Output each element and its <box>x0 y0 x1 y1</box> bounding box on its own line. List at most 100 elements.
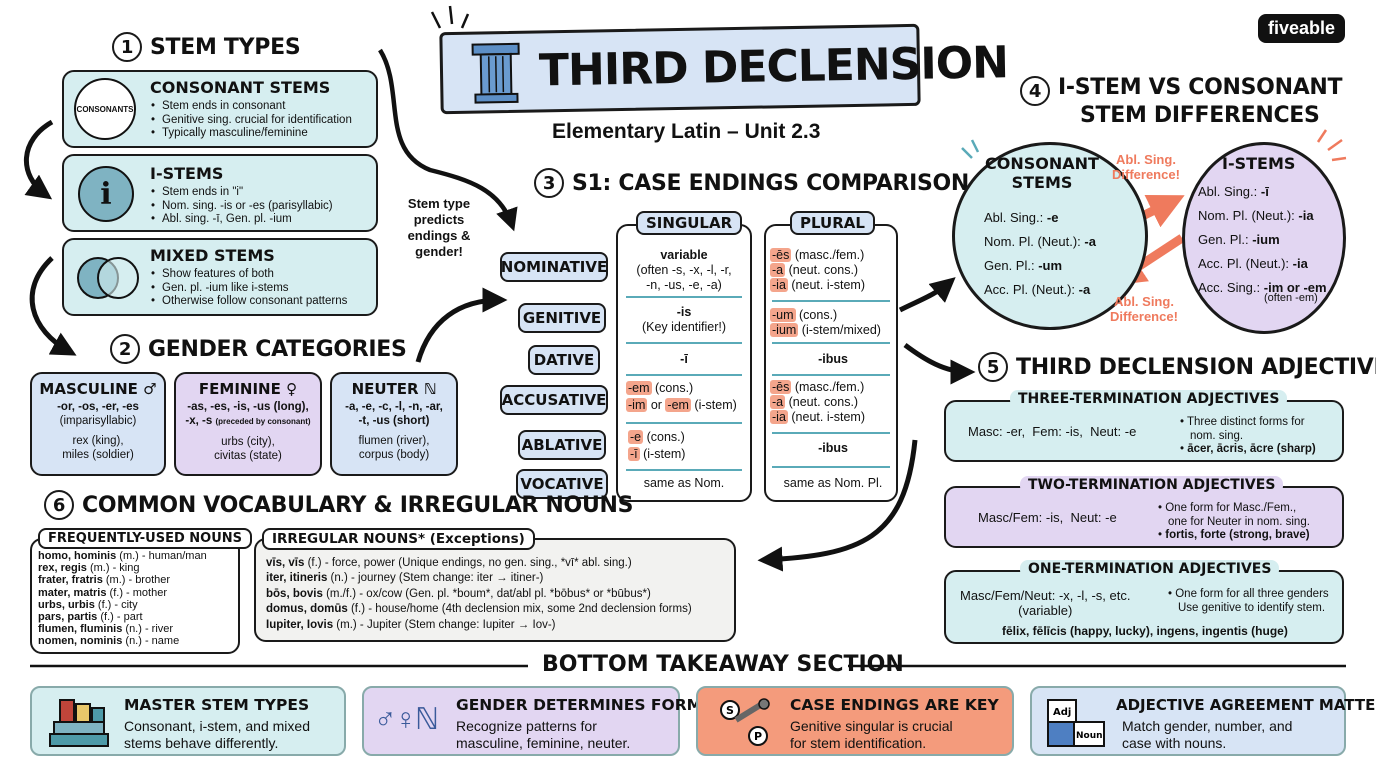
noun-word: Iupiter, Iovis <box>266 618 334 631</box>
plural-nom-2b: (neut. cons.) <box>785 263 859 277</box>
frequent-nouns-card <box>30 538 240 654</box>
one-termination-forms-2: (variable) <box>1018 603 1073 618</box>
singular-nom: variable (often -s, -x, -l, -r, -n, -us,… <box>620 248 748 293</box>
singular-acc-line1: -em (cons.) <box>626 381 748 396</box>
svg-text:Noun: Noun <box>1076 731 1103 741</box>
row-key: Gen. Pl.: <box>984 258 1039 273</box>
desc-line: stems behave differently. <box>124 735 279 751</box>
noun-word: iter, itineris <box>266 572 328 585</box>
bullet-text: Three distinct forms for <box>1187 416 1305 428</box>
plural-nom-3b: (neut. i-stem) <box>787 278 866 292</box>
difference-label-top-1: Abl. Sing. <box>1115 152 1176 167</box>
noun-rest: (m./f.) - ox/cow (Gen. pl. *boum*, dat/a… <box>322 587 651 600</box>
three-termination-title: THREE-TERMINATION ADJECTIVES <box>1010 390 1288 408</box>
istem-note: (often -em) <box>1264 292 1318 304</box>
two-termination-title: TWO-TERMINATION ADJECTIVES <box>1020 476 1284 494</box>
row-value: -ia <box>1298 208 1314 223</box>
feminine-card: FEMININE ♀ -as, -es, -is, -us (long), -x… <box>174 372 322 476</box>
row-value: -ia <box>1292 256 1308 271</box>
plural-acc-2a: -a <box>770 395 786 409</box>
list-item: Iupiter, Iovis (m.) - Jupiter (Stem chan… <box>266 618 692 633</box>
bullet-text: One form for all three genders <box>1175 588 1329 600</box>
singular-gen-1: -is <box>676 305 692 319</box>
istem-row: Gen. Pl.: -ium <box>1198 228 1327 252</box>
difference-label-top: Abl. Sing. Difference! <box>1112 152 1180 182</box>
row-key: Acc. Pl. (Neut.): <box>984 282 1079 297</box>
plural-gen-1a: -um <box>770 308 796 322</box>
noun-word: nomen, nominis <box>38 635 123 648</box>
consonant-stems-bullets: Stem ends in consonant Genitive sing. cr… <box>150 100 352 141</box>
divider <box>626 342 742 344</box>
one-termination-forms-1: Masc/Fem/Neut: -x, -l, -s, etc. <box>960 588 1131 603</box>
one-termination-bullets: • One form for all three genders Use gen… <box>1168 588 1329 615</box>
consonant-row: Gen. Pl.: -um <box>984 254 1096 278</box>
one-termination-title: ONE-TERMINATION ADJECTIVES <box>1020 560 1280 578</box>
consonant-ellipse <box>952 142 1148 330</box>
singular-nom-2: (often -s, -x, -l, -r, <box>636 263 732 277</box>
plural-acc-line1: -ēs (masc./fem.) <box>770 380 896 395</box>
desc-line: Genitive singular is crucial <box>790 718 953 734</box>
noun-rest: (m.) - human/man <box>116 550 207 562</box>
three-termination-card: Masc: -er, Fem: -is, Neut: -e • Three di… <box>944 400 1344 462</box>
list-item: frater, fratris (m.) - brother <box>38 574 207 586</box>
singular-acc-1b: (cons.) <box>651 381 694 395</box>
neuter-title: NEUTER ℕ <box>351 380 437 398</box>
noun-word: vīs, vīs <box>266 557 305 569</box>
takeaway-title: CASE ENDINGS ARE KEY <box>790 696 999 714</box>
list-item: homo, hominis (m.) - human/man <box>38 550 207 562</box>
neuter-example-1: flumen (river), <box>358 435 430 447</box>
feminine-example-1: urbs (city), <box>221 436 275 448</box>
svg-text:S: S <box>726 704 734 717</box>
consonant-ellipse-title-2: STEMS <box>1011 173 1073 192</box>
bullet-text: one for Neuter in nom. sing. <box>1168 515 1310 528</box>
plural-nom-2a: -a <box>770 263 786 277</box>
singular-gen: -is (Key identifier!) <box>620 305 748 335</box>
singular-acc-line2: -im or -em (i-stem) <box>626 398 748 413</box>
info-icon: i <box>78 166 134 222</box>
consonant-row: Abl. Sing.: -e <box>984 206 1096 230</box>
section4-title-2: STEM DIFFERENCES <box>1080 103 1320 128</box>
section1-title: STEM TYPES <box>150 34 301 60</box>
plural-voc: same as Nom. Pl. <box>783 476 883 490</box>
noun-rest: (m.) - brother <box>102 574 171 587</box>
takeaway-card-stems: MASTER STEM TYPES Consonant, i-stem, and… <box>30 686 346 756</box>
feminine-title: FEMININE ♀ <box>198 380 298 398</box>
mixed-stems-title: MIXED STEMS <box>150 246 275 265</box>
masculine-title: MASCULINE ♂ <box>39 380 157 398</box>
section3-number: 3 <box>534 168 564 198</box>
two-termination-card: Masc/Fem: -is, Neut: -e • One form for M… <box>944 486 1344 548</box>
plural-nom-line1: -ēs (masc./fem.) <box>770 248 896 263</box>
bottom-section-title: BOTTOM TAKEAWAY SECTION <box>542 652 904 677</box>
section2-heading: 2 GENDER CATEGORIES <box>110 334 407 364</box>
difference-label-bottom-2: Difference! <box>1110 309 1178 324</box>
noun-rest: (m.) - king <box>86 562 140 575</box>
plural-abl: -ibus <box>818 441 848 455</box>
noun-rest: (n.) - name <box>122 635 180 648</box>
list-item: mater, matris (f.) - mother <box>38 587 207 599</box>
three-termination-bullets: • Three distinct forms for nom. sing. • … <box>1180 416 1316 457</box>
desc-line: Consonant, i-stem, and mixed <box>124 718 310 734</box>
bullet-line: • One form for Masc./Fem., <box>1158 502 1297 514</box>
case-nominative: NOMINATIVE <box>500 252 608 282</box>
plural-acc-3b: (neut. i-stem) <box>787 410 866 424</box>
divider <box>772 374 890 376</box>
page-title: THIRD DECLENSION <box>538 37 1009 97</box>
desc-line: masculine, feminine, neuter. <box>456 735 631 751</box>
singular-nom-3: -n, -us, -e, -a) <box>646 278 722 292</box>
takeaway-title: MASTER STEM TYPES <box>124 696 310 714</box>
plural-acc-2b: (neut. cons.) <box>785 395 859 409</box>
plural-dat: -ibus <box>818 352 848 366</box>
list-item: Show features of both <box>150 268 347 282</box>
singular-label: SINGULAR <box>636 211 743 235</box>
section6-title: COMMON VOCABULARY & IRREGULAR NOUNS <box>82 492 634 518</box>
plural-column <box>764 224 898 502</box>
row-key: Acc. Pl. (Neut.): <box>1198 256 1293 271</box>
i-stems-bullets: Stem ends in "i" Nom. sing. -is or -es (… <box>150 186 333 227</box>
plural-gen-line2: -ium (i-stem/mixed) <box>770 323 896 338</box>
plural-nom-3a: -ia <box>770 278 788 292</box>
bullet-line: • fortis, forte (strong, brave) <box>1158 529 1310 541</box>
